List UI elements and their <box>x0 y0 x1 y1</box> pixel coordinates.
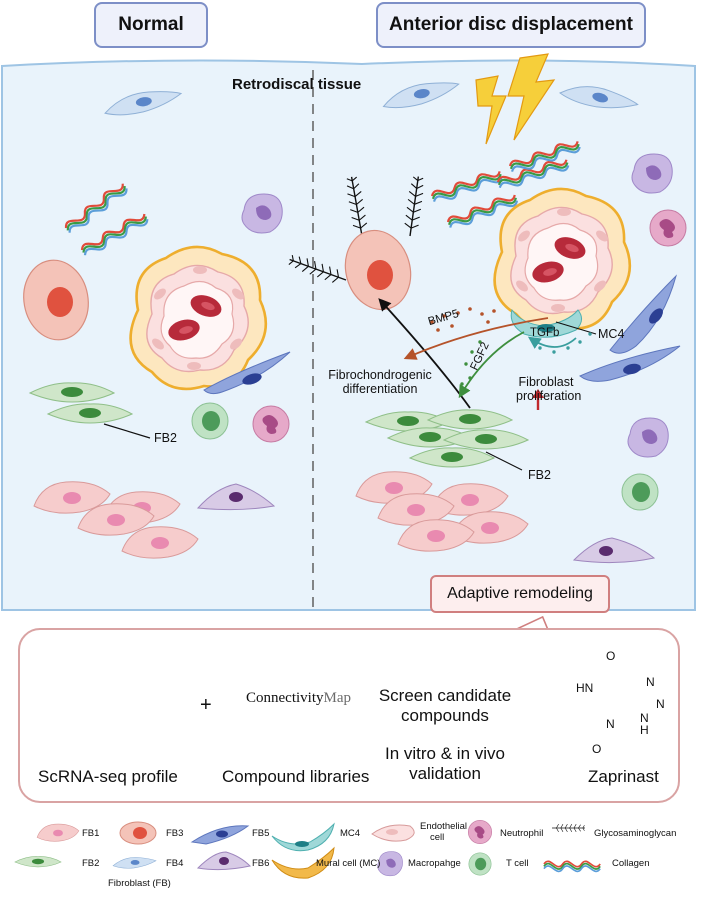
bmp5-dots <box>430 307 496 332</box>
left-fb3-cell <box>23 259 89 341</box>
legend-fb5: FB5 <box>252 828 270 839</box>
legend-fb3: FB3 <box>166 828 184 839</box>
mol-n3: N <box>640 711 649 725</box>
left-vessel <box>129 245 268 391</box>
legend-tcell: T cell <box>506 858 529 869</box>
normal-header: Normal <box>94 2 208 48</box>
legend-fb-group: Fibroblast (FB) <box>108 878 171 889</box>
legend-mc4: MC4 <box>340 828 361 839</box>
dgidb-text: DGIdb <box>248 725 331 755</box>
left-tcell <box>191 402 229 440</box>
left-neutrophil <box>252 405 290 443</box>
right-fb5-cell-2 <box>579 345 681 382</box>
legend-fb5-glyph <box>190 825 250 845</box>
legend-neutrophil: Neutrophil <box>500 828 544 839</box>
tgfb-arrow <box>527 336 577 349</box>
legend-macrophage: Macropahge <box>408 858 461 869</box>
right-fb3-cell <box>344 229 412 311</box>
legend-mural: Mural cell (MC) <box>316 858 381 869</box>
left-macrophage <box>241 193 283 234</box>
legend-fb2: FB2 <box>82 858 100 869</box>
legend-fb6: FB6 <box>252 858 270 869</box>
fb2-right-pointer <box>485 451 523 471</box>
legend-fb1: FB1 <box>82 828 100 839</box>
mc4-pointer <box>555 321 597 335</box>
mol-hn: HN <box>576 681 594 695</box>
mc4-label: MC4 <box>598 327 625 341</box>
fb2-right-label: FB2 <box>528 468 551 482</box>
mol-oxygen-2: O <box>592 742 602 756</box>
legend-neutrophil-glyph <box>467 819 493 845</box>
mol-n2: N <box>656 697 665 711</box>
drug-label: Zaprinast <box>588 767 659 786</box>
fgf2-arrow <box>458 331 525 399</box>
legend-gag-glyph <box>551 823 586 833</box>
add-header: Anterior disc displacement <box>376 2 646 48</box>
libraries-label: Compound libraries <box>222 767 370 786</box>
right-vessel <box>493 187 632 333</box>
right-fb6-cell <box>572 537 656 564</box>
legend-endothelial-glyph <box>371 824 415 842</box>
legend-fb2-glyph <box>14 856 62 868</box>
legend-fb1-glyph <box>36 823 80 842</box>
legend-collagen-glyph <box>543 860 602 873</box>
legend-gag: Glycosaminoglycan <box>594 828 677 839</box>
legend-fb4: FB4 <box>166 858 184 869</box>
right-neutrophil-1 <box>649 209 687 247</box>
bmp5-arrow <box>403 317 549 360</box>
left-fb5-cell <box>203 351 291 395</box>
right-mc4-cell <box>510 308 582 338</box>
left-fb6-cell <box>196 483 276 511</box>
tgfb-label: TGFb <box>530 327 560 339</box>
mol-n4: N <box>606 717 615 731</box>
legend-mural-glyph <box>271 846 335 879</box>
fgf2-dots <box>460 340 482 386</box>
legend-macrophage-glyph <box>377 851 403 877</box>
mol-n1: N <box>646 675 655 689</box>
lightning-1 <box>475 75 507 145</box>
cmap-text: ConnectivityMap <box>246 690 351 706</box>
legend-mc4-glyph <box>271 822 335 852</box>
legend-tcell-glyph <box>468 852 492 876</box>
legend-fb6-glyph <box>196 851 252 871</box>
plus-sign: + <box>200 694 212 716</box>
tgfb-dots <box>538 332 592 354</box>
legend-fb3-glyph <box>119 821 157 845</box>
fb2-left-pointer <box>103 423 151 439</box>
tissue-background <box>1 59 696 611</box>
scrna-label: ScRNA-seq profile <box>38 767 178 786</box>
adaptive-remodeling-box: Adaptive remodeling <box>430 575 610 613</box>
lightning-2 <box>507 53 556 141</box>
fb2-left-label: FB2 <box>154 431 177 445</box>
legend-collagen: Collagen <box>612 858 650 869</box>
right-fb5-cell-1 <box>609 274 677 354</box>
differentiation-arrow <box>378 298 471 409</box>
workflow-panel <box>18 628 680 803</box>
right-macrophage-2 <box>627 417 669 458</box>
right-macrophage-1 <box>631 153 673 194</box>
mol-h: H <box>640 723 649 737</box>
legend-fb4-glyph <box>112 857 157 869</box>
mol-oxygen: O <box>606 649 616 663</box>
tissue-label: Retrodiscal tissue <box>232 76 362 93</box>
right-tcell <box>621 473 659 511</box>
